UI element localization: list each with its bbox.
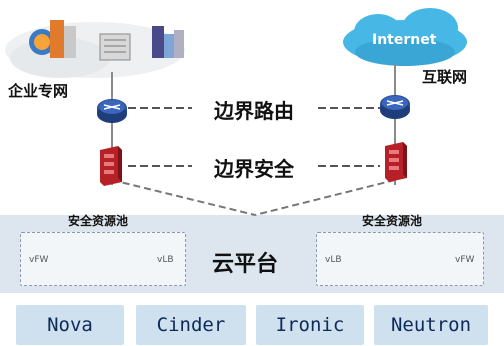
right-security-pool: vLB vFW <box>316 232 484 286</box>
border-security-label: 边界安全 <box>214 157 294 181</box>
service-neutron: Neutron <box>374 305 488 345</box>
left-security-pool: vFW vLB <box>20 232 186 286</box>
converge-link-left <box>111 179 256 216</box>
building-cluster-icon <box>29 20 184 61</box>
cloud-icon <box>343 8 467 66</box>
firewall-icon <box>385 142 407 182</box>
pool-tag: vFW <box>29 255 49 265</box>
cloud-platform-label: 云平台 <box>212 251 279 277</box>
internet-cloud-text: Internet <box>372 32 437 48</box>
right-pool-title: 安全资源池 <box>362 214 423 228</box>
converge-link-right <box>254 179 396 216</box>
service-nova: Nova <box>16 305 124 345</box>
service-cinder: Cinder <box>136 305 246 345</box>
service-ironic: Ironic <box>256 305 364 345</box>
internet-label: 互联网 <box>422 68 468 86</box>
firewall-icon <box>100 146 122 186</box>
border-routing-label: 边界路由 <box>214 99 294 123</box>
pool-tag: vFW <box>455 255 475 265</box>
enterprise-network-label: 企业专网 <box>8 82 69 100</box>
pool-tag: vLB <box>325 255 342 265</box>
pool-tag: vLB <box>157 255 174 265</box>
left-pool-title: 安全资源池 <box>68 214 129 228</box>
router-icon <box>380 95 410 119</box>
router-icon <box>97 99 127 123</box>
